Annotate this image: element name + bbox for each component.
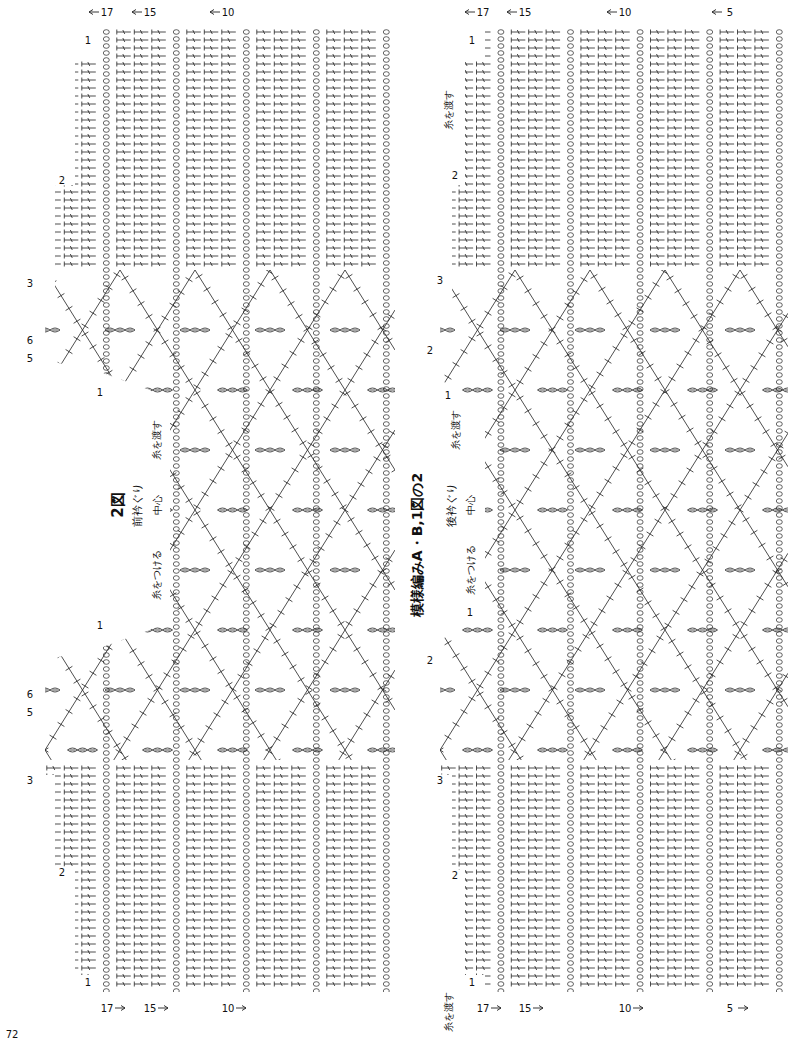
shaping-row-number: 2: [58, 175, 66, 186]
chart-note: 中心: [152, 494, 163, 516]
row-number: 17: [476, 1003, 491, 1014]
chart-note: 糸を渡す: [151, 419, 162, 461]
row-number: 15: [518, 1003, 533, 1014]
row-number: 17: [100, 1003, 115, 1014]
shaping-row-number: 1: [96, 620, 104, 631]
chart-note: 2図: [110, 491, 127, 518]
stitch-grid: [425, 30, 791, 994]
row-number: 15: [143, 1003, 158, 1014]
chart-note: 前衿ぐり: [132, 482, 144, 528]
shaping-row-number: 3: [436, 775, 444, 786]
shaping-row-number: 2: [451, 870, 459, 881]
chart-note: 模様編みA・B,1図の2: [410, 472, 425, 618]
shaping-row-number: 1: [84, 977, 92, 988]
shaping-row-number: 5: [26, 707, 34, 718]
chart-note: 糸を渡す: [443, 991, 454, 1033]
shaping-row-number: 1: [444, 390, 452, 401]
double-crochet-symbols: [442, 30, 769, 987]
shaping-row-number: 2: [58, 867, 66, 878]
row-number: 5: [726, 7, 734, 18]
shaping-row-number: 6: [26, 689, 34, 700]
row-number: 15: [143, 7, 158, 18]
row-number: 17: [476, 7, 491, 18]
stitch-grid: [30, 30, 398, 994]
page-number: 72: [5, 1029, 20, 1040]
cluster-leaves: [430, 328, 791, 752]
shaping-row-number: 1: [84, 35, 92, 46]
chart-note: 後衿ぐり: [446, 482, 458, 528]
shaping-row-number: 5: [26, 353, 34, 364]
shaping-row-number: 3: [26, 775, 34, 786]
shaping-row-number: 1: [466, 607, 474, 618]
row-number: 5: [726, 1003, 734, 1014]
shaping-row-number: 1: [468, 977, 476, 988]
row-number: 10: [618, 1003, 633, 1014]
row-number: 10: [618, 7, 633, 18]
shaping-row-number: 1: [96, 387, 104, 398]
double-crochet-symbols: [47, 30, 376, 987]
row-number: 15: [518, 7, 533, 18]
lattice-lines: [42, 270, 399, 760]
chart-note: 糸を渡す: [443, 89, 454, 131]
cluster-leaves: [35, 328, 398, 752]
shaping-row-number: 6: [26, 335, 34, 346]
lace-pattern: [35, 270, 398, 760]
shaping-row-number: 1: [468, 35, 476, 46]
row-number: 10: [221, 1003, 236, 1014]
row-number: 10: [221, 7, 236, 18]
chart-note: 糸を渡す: [450, 409, 461, 451]
chart-note: 糸をつける: [465, 544, 476, 596]
shaping-row-number: 2: [426, 655, 434, 666]
chart-note: 中心: [465, 494, 476, 516]
chart-note: 糸をつける: [151, 549, 162, 601]
row-arrows: [89, 10, 748, 1011]
row-number: 17: [100, 7, 115, 18]
shaping-row-number: 3: [436, 275, 444, 286]
lace-pattern: [430, 270, 791, 760]
shaping-row-number: 2: [451, 170, 459, 181]
lattice-lines: [437, 270, 791, 760]
shaping-row-number: 3: [26, 278, 34, 289]
shaping-row-number: 2: [426, 345, 434, 356]
